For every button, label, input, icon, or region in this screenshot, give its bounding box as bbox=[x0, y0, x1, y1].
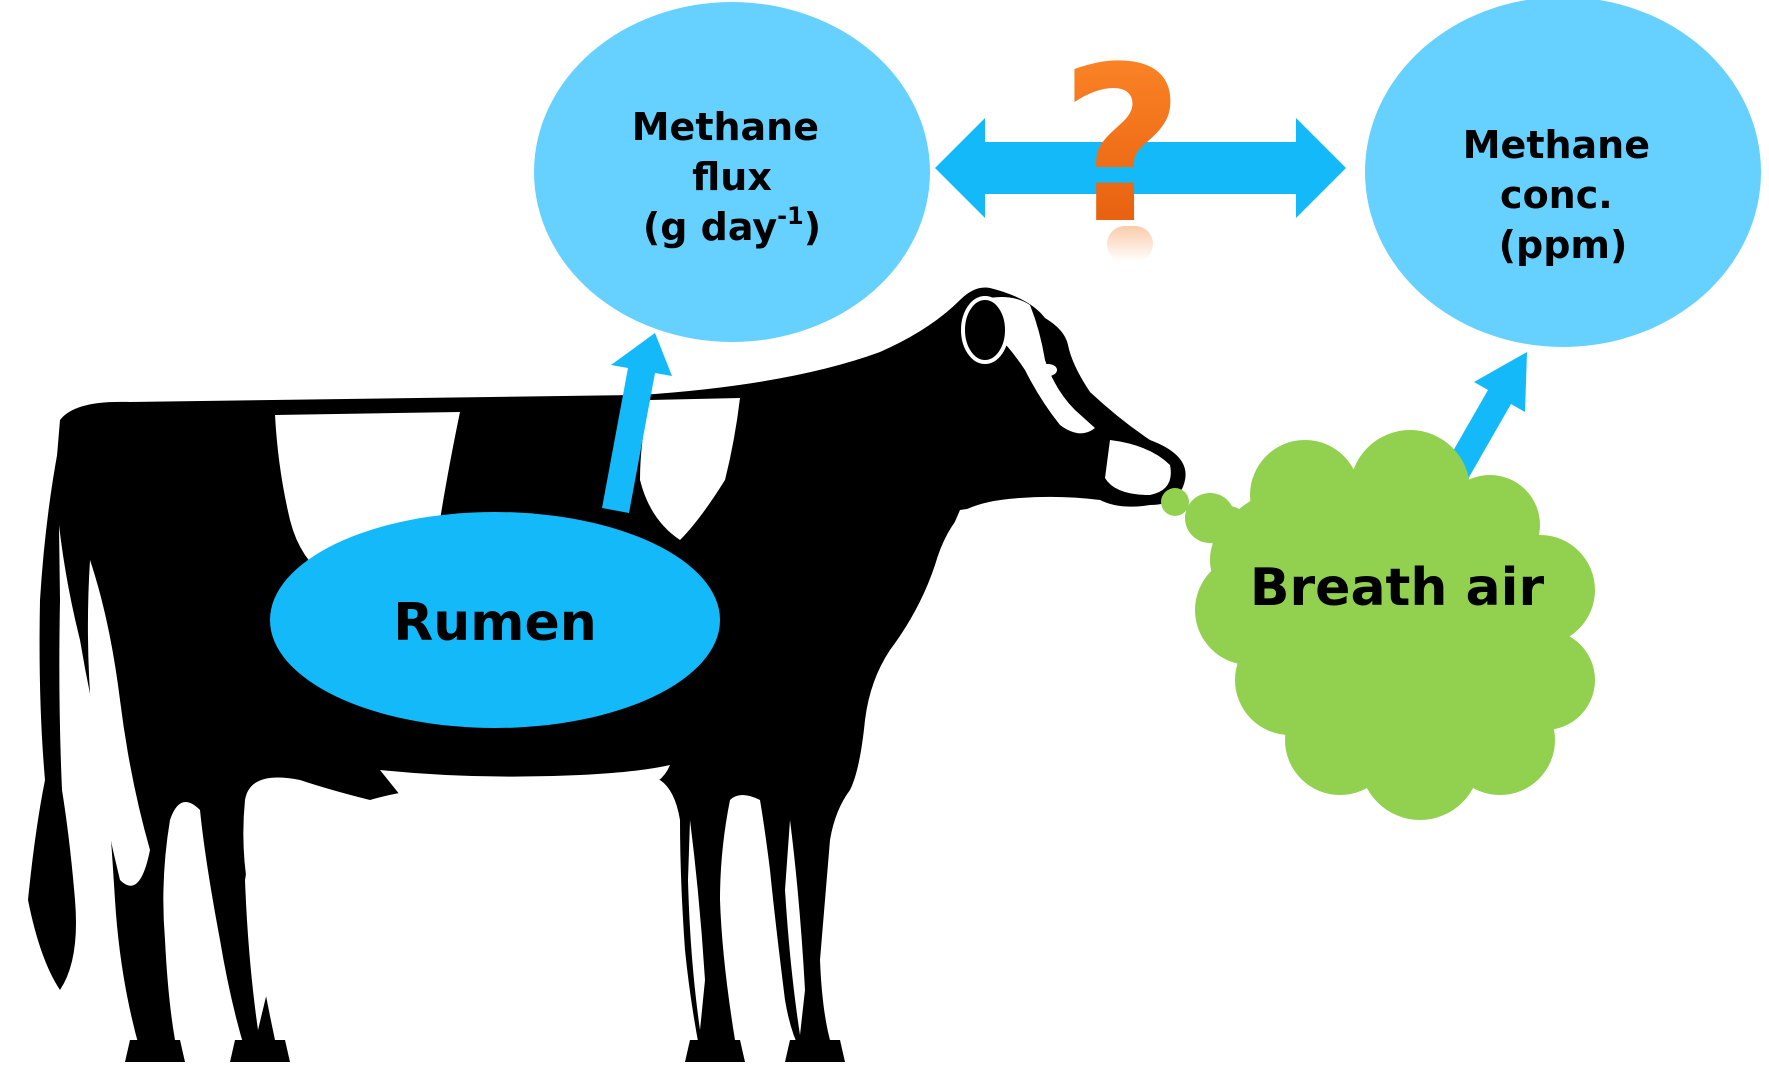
node-breath-air: Breath air bbox=[1161, 430, 1595, 820]
cow-eye bbox=[1039, 364, 1057, 376]
cow-ear bbox=[963, 298, 1007, 362]
cow-hoof bbox=[785, 1040, 845, 1062]
cow-hoof bbox=[230, 1040, 290, 1062]
question-mark-icon: ? bbox=[1060, 20, 1185, 271]
flux-line3-sup: -1 bbox=[777, 202, 804, 230]
breath-cloud bbox=[1161, 430, 1595, 820]
node-methane-flux: Methane flux (g day-1) bbox=[534, 2, 930, 342]
question-reflection bbox=[1107, 226, 1153, 262]
flux-line3-pre: (g day bbox=[643, 205, 777, 249]
cow-hoof bbox=[685, 1040, 745, 1062]
flux-line2: flux bbox=[692, 155, 772, 199]
node-rumen: Rumen bbox=[270, 512, 720, 728]
rumen-label: Rumen bbox=[393, 593, 597, 653]
flux-line3-post: ) bbox=[804, 205, 821, 249]
conc-line2: conc. bbox=[1500, 173, 1613, 217]
conc-line3: (ppm) bbox=[1499, 223, 1628, 267]
conc-line1: Methane bbox=[1463, 123, 1650, 167]
node-methane-conc: Methane conc. (ppm) bbox=[1365, 0, 1761, 347]
flux-line1: Methane bbox=[632, 105, 819, 149]
breath-label: Breath air bbox=[1250, 558, 1545, 618]
cow-hoof bbox=[125, 1040, 185, 1062]
